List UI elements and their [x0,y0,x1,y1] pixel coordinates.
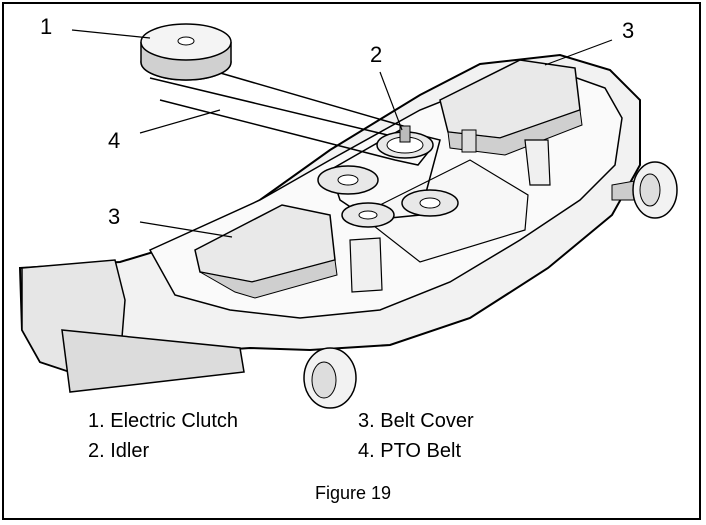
pto-belt [149,77,432,166]
leader-2 [379,71,403,131]
legend-item-1: 1. Electric Clutch [88,410,239,432]
callout-2: 2 [370,42,383,67]
leader-3-left [139,221,233,238]
leader-3-right [544,39,613,66]
callout-1: 1 [40,14,53,39]
figure-caption: Figure 19 [314,483,392,503]
leader-4 [139,109,221,134]
callout-4: 4 [108,128,121,153]
legend-item-4: 4. PTO Belt [358,440,462,462]
callout-3-right: 3 [622,18,635,43]
discharge-chute [61,329,245,393]
legend-item-3: 3. Belt Cover [358,410,474,432]
callout-3-left: 3 [108,204,121,229]
legend-item-2: 2. Idler [88,440,150,462]
leader-1 [71,29,151,39]
